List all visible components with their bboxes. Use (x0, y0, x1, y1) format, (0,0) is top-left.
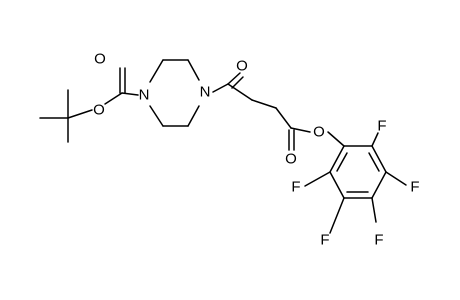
bond-ar-c5-c6 (329, 171, 345, 199)
bond-tbu-c-o (67, 109, 93, 119)
carbamate-group (104, 67, 139, 105)
bond-c-f-meta-bottom (329, 197, 345, 234)
atom-n-piperazine-amide: N (200, 84, 211, 101)
succinyl-linker (212, 72, 345, 151)
bond-c-f-para (371, 197, 377, 223)
bond-ring-c6-n1 (149, 105, 164, 127)
bond-ar-c2-c3-inner (368, 152, 380, 172)
bond-o-link-ring (327, 131, 345, 147)
bond-ar-c2-c3 (371, 145, 387, 173)
bond-n-amide-c (212, 83, 229, 93)
bond-c-f-meta-top (385, 171, 407, 186)
atom-f-meta-top: F (410, 179, 419, 196)
bond-ester-c-o-link (290, 127, 311, 133)
tert-butyl-group (39, 89, 93, 143)
atom-o-amide-carbonyl: O (236, 58, 248, 75)
piperazine-ring (149, 59, 200, 127)
bond-amide-c-o-double-2 (231, 76, 244, 89)
atom-f-ortho-bottom: F (291, 179, 300, 196)
atom-labels: O O N N O O O F F F F F (93, 51, 419, 249)
atom-f-para: F (374, 232, 383, 249)
bond-ar-c6-c1 (329, 145, 345, 173)
bond-c-f-ortho-bottom (304, 171, 331, 187)
bond-o-carbamate-c (104, 92, 123, 105)
atom-o-carbamate-carbonyl: O (94, 51, 106, 68)
atom-f-ortho-top: F (377, 118, 386, 135)
bond-ring-n1-c2 (149, 59, 164, 83)
bond-ar-c3-c4 (371, 171, 387, 199)
bond-ring-n4-c5 (187, 105, 200, 127)
atom-o-ester-link: O (313, 124, 325, 141)
pentafluorophenyl-ring (304, 132, 407, 234)
atom-o-ester-carbonyl: O (285, 151, 297, 168)
bond-c-f-ortho-top (371, 132, 379, 147)
bond-ar-c6-c1-inner (336, 152, 348, 172)
bond-ch2-ch2 (251, 99, 277, 109)
bond-ch2-ester-c (275, 107, 292, 129)
atom-o-carbamate-ester: O (93, 102, 105, 119)
bond-ring-c3-n4 (187, 59, 200, 81)
bond-amide-c-o-double-1 (227, 72, 241, 85)
atom-f-meta-bottom: F (320, 232, 329, 249)
atom-n-piperazine-boc: N (139, 87, 150, 104)
bond-amide-c-ch2 (227, 83, 253, 101)
bond-carbamate-c-n (121, 92, 139, 96)
